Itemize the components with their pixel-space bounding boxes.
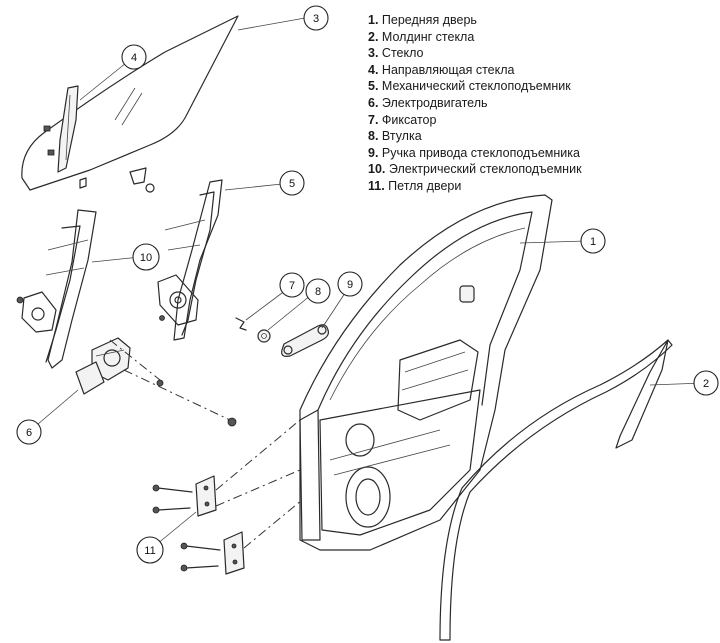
legend-number: 5.: [368, 79, 379, 94]
callout-11: 11: [136, 536, 164, 564]
legend-label: Направляющая стекла: [381, 62, 515, 77]
legend-label: Механический стеклоподъемник: [381, 79, 571, 94]
svg-text:9: 9: [347, 279, 353, 291]
svg-text:6: 6: [26, 427, 32, 439]
svg-text:10: 10: [140, 252, 152, 264]
svg-text:4: 4: [131, 52, 137, 64]
legend-label: Втулка: [381, 129, 422, 144]
legend-label: Молдинг стекла: [381, 29, 475, 44]
door-hinge-lower-part: [180, 531, 245, 575]
callout-10: 10: [132, 243, 160, 271]
legend-item: 4. Направляющая стекла: [368, 62, 582, 79]
glass-molding-part: [439, 339, 673, 641]
glass-part: [21, 15, 239, 193]
legend-item: 3. Стекло: [368, 45, 582, 62]
parts-legend: 1. Передняя дверь 2. Молдинг стекла 3. С…: [368, 12, 582, 195]
legend-label: Электродвигатель: [381, 95, 488, 110]
legend-number: 6.: [368, 95, 379, 110]
legend-number: 1.: [368, 13, 379, 27]
motor-part: [75, 337, 131, 395]
legend-item: 2. Молдинг стекла: [368, 29, 582, 46]
legend-item: 6. Электродвигатель: [368, 95, 582, 112]
legend-label: Передняя дверь: [381, 13, 477, 27]
callout-1: 1: [580, 228, 606, 254]
legend-number: 8.: [368, 129, 379, 144]
legend-item: 8. Втулка: [368, 128, 582, 145]
callout-5: 5: [279, 170, 305, 196]
front-door-part: [299, 194, 553, 551]
glass-guide-part: [43, 85, 79, 173]
manual-regulator-part: [157, 179, 223, 341]
legend-item: 1. Передняя дверь: [368, 12, 582, 29]
legend-label: Стекло: [381, 46, 424, 61]
crank-handle-part: [281, 324, 329, 357]
legend-item: 7. Фиксатор: [368, 112, 582, 129]
svg-text:7: 7: [289, 280, 295, 292]
callout-8: 8: [305, 278, 331, 304]
legend-number: 9.: [368, 145, 379, 160]
callout-3: 3: [303, 5, 329, 31]
legend-item: 9. Ручка привода стеклоподъемника: [368, 145, 582, 162]
legend-label: Фиксатор: [381, 112, 437, 127]
legend-label: Электрический стеклоподъемник: [388, 162, 582, 177]
svg-text:3: 3: [313, 13, 319, 25]
legend-number: 10.: [368, 162, 386, 177]
legend-number: 3.: [368, 46, 379, 61]
legend-item: 11. Петля двери: [368, 178, 582, 195]
door-hinge-upper-part: [152, 475, 217, 517]
legend-label: Петля двери: [388, 178, 462, 193]
callout-4: 4: [121, 44, 147, 70]
legend-item: 5. Механический стеклоподъемник: [368, 78, 582, 95]
svg-text:8: 8: [315, 286, 321, 298]
legend-item: 10. Электрический стеклоподъемник: [368, 161, 582, 178]
electric-regulator-part: [16, 209, 97, 369]
svg-text:5: 5: [289, 178, 295, 190]
svg-text:1: 1: [590, 236, 596, 248]
callout-2: 2: [693, 370, 719, 396]
legend-number: 2.: [368, 29, 379, 44]
bushing-part: [257, 329, 271, 343]
callout-6: 6: [16, 419, 42, 445]
callout-9: 9: [337, 271, 363, 297]
legend-number: 11.: [368, 178, 385, 193]
clip-part: [235, 317, 247, 331]
svg-text:11: 11: [144, 545, 155, 557]
svg-text:2: 2: [703, 378, 709, 390]
legend-number: 4.: [368, 62, 379, 77]
callout-7: 7: [279, 272, 305, 298]
legend-number: 7.: [368, 112, 379, 127]
legend-label: Ручка привода стеклоподъемника: [381, 145, 580, 160]
